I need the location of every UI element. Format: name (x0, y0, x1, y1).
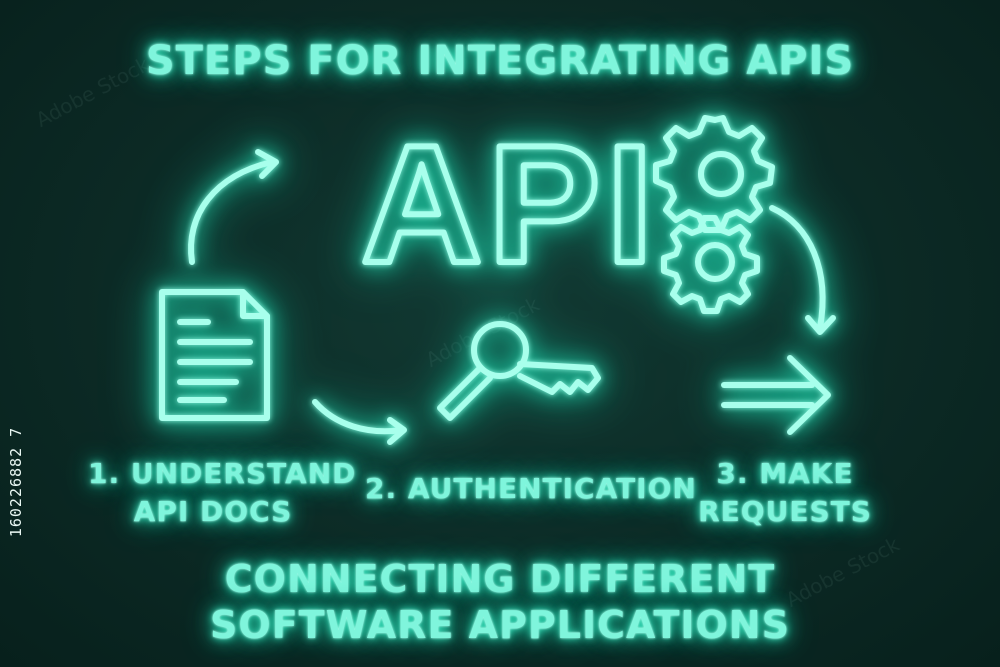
api-letters: API (361, 110, 659, 298)
arrow-up-icon (188, 149, 279, 265)
step-3-label: 3. MAKE REQUESTS (690, 455, 880, 531)
step-2-line1: 2. AUTHENTICATION (365, 472, 697, 505)
footer-line-1: CONNECTING DIFFERENT (224, 557, 776, 601)
stock-id-text: 160226882 7 (7, 426, 25, 538)
key-icon (437, 321, 601, 421)
diagram-title: STEPS FOR INTEGRATING APIS (145, 38, 855, 84)
step-1-line1: 1. UNDERSTAND (88, 457, 357, 490)
step-3-line2: REQUESTS (698, 495, 872, 528)
diagram-footer: CONNECTING DIFFERENT SOFTWARE APPLICATIO… (0, 556, 1000, 648)
footer-line-2: SOFTWARE APPLICATIONS (210, 603, 790, 647)
api-logotype: API (358, 107, 659, 301)
step-1-line2: API DOCS (133, 495, 293, 528)
step-1-label: 1. UNDERSTAND API DOCS (88, 455, 357, 531)
gear-icon (653, 115, 775, 233)
step-3-line1: 3. MAKE (716, 457, 854, 490)
arrow-right-icon (312, 399, 407, 445)
double-arrow-icon (721, 355, 831, 435)
document-icon (159, 289, 270, 421)
arrow-down-icon (769, 205, 836, 335)
step-2-label: 2. AUTHENTICATION (365, 470, 697, 508)
gear-small-icon (661, 215, 760, 314)
